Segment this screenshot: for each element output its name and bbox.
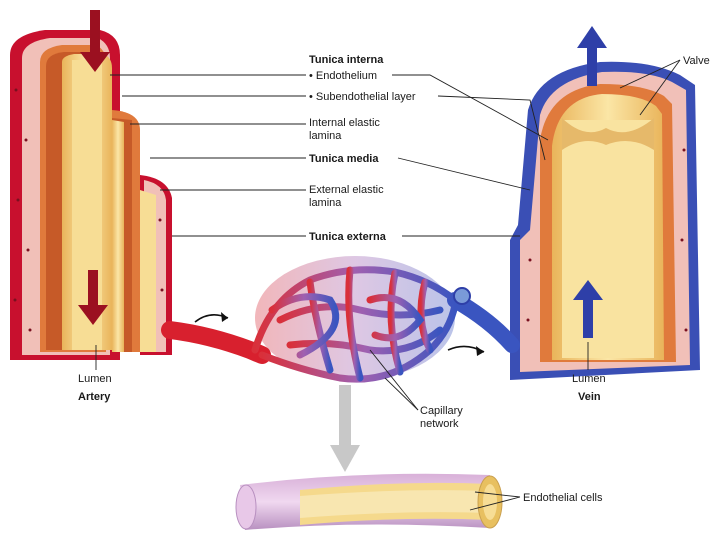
- capillary-network-illustration: [161, 256, 520, 383]
- vein-illustration: [510, 26, 700, 380]
- label-artery: Artery: [78, 391, 111, 403]
- venule: [447, 292, 520, 353]
- label-capillary-2: network: [420, 418, 459, 430]
- label-valve: Valve: [683, 55, 710, 67]
- leader-lines: [95, 59, 681, 511]
- label-endothelial-cells: Endothelial cells: [523, 492, 603, 504]
- label-tunica-interna: Tunica interna: [309, 54, 384, 66]
- label-subendothelial-layer: • Subendothelial layer: [309, 91, 416, 103]
- label-lumen-artery: Lumen: [78, 373, 112, 385]
- arteriole: [161, 321, 271, 364]
- vein-valve: [562, 118, 654, 150]
- label-internal-elastic-2: lamina: [309, 130, 342, 142]
- artery-illustration: [10, 10, 172, 360]
- label-external-elastic-1: External elastic: [309, 184, 384, 196]
- arrow-down-icon: [78, 270, 108, 325]
- label-internal-elastic-1: Internal elastic: [309, 117, 380, 129]
- label-tunica-externa: Tunica externa: [309, 231, 387, 243]
- label-lumen-vein: Lumen: [572, 373, 606, 385]
- label-endothelium: • Endothelium: [309, 70, 377, 82]
- arrow-down-icon: [80, 10, 110, 72]
- label-external-elastic-2: lamina: [309, 197, 342, 209]
- arrow-up-icon: [573, 280, 603, 338]
- label-vein: Vein: [578, 391, 601, 403]
- capillary-closeup: [235, 473, 503, 530]
- arrow-down-icon: [330, 385, 360, 472]
- label-tunica-media: Tunica media: [309, 153, 379, 165]
- label-capillary-1: Capillary: [420, 405, 463, 417]
- arrow-up-icon: [577, 26, 607, 86]
- labels: Tunica interna • Endothelium • Subendoth…: [78, 54, 710, 504]
